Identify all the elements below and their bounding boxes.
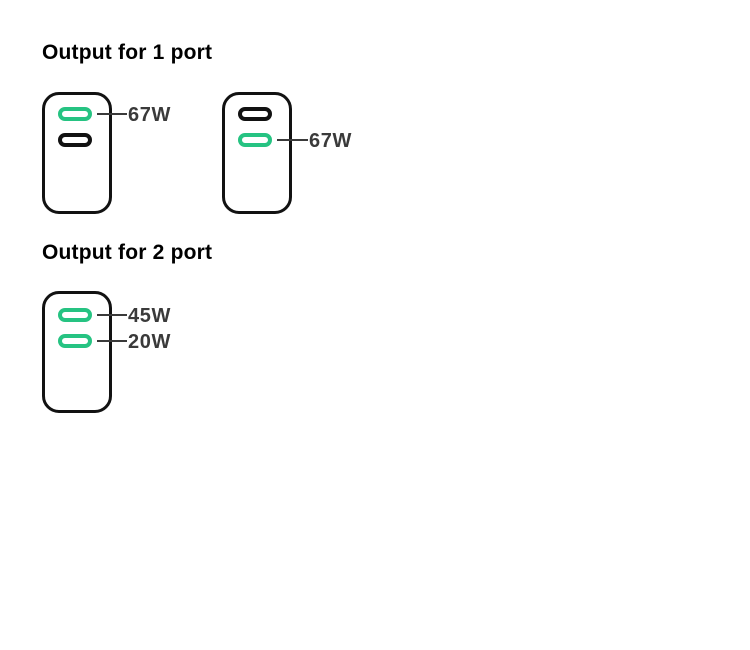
- usb-c-port-icon: [58, 334, 92, 348]
- leader-line: [97, 340, 127, 342]
- usb-c-port-icon: [58, 107, 92, 121]
- usb-c-port-icon: [238, 133, 272, 147]
- charger-body-both-active: [42, 291, 112, 413]
- wattage-label: 67W: [128, 104, 171, 126]
- usb-c-port-icon: [238, 107, 272, 121]
- wattage-label: 67W: [309, 130, 352, 152]
- charger-body-top-active: [42, 92, 112, 214]
- leader-line: [277, 139, 308, 141]
- section-heading-2-port: Output for 2 port: [42, 241, 213, 264]
- usb-c-port-icon: [58, 133, 92, 147]
- usb-c-port-icon: [58, 308, 92, 322]
- leader-line: [97, 314, 127, 316]
- wattage-label: 45W: [128, 305, 171, 327]
- section-heading-1-port: Output for 1 port: [42, 41, 213, 64]
- wattage-label: 20W: [128, 331, 171, 353]
- leader-line: [97, 113, 127, 115]
- charger-body-bottom-active: [222, 92, 292, 214]
